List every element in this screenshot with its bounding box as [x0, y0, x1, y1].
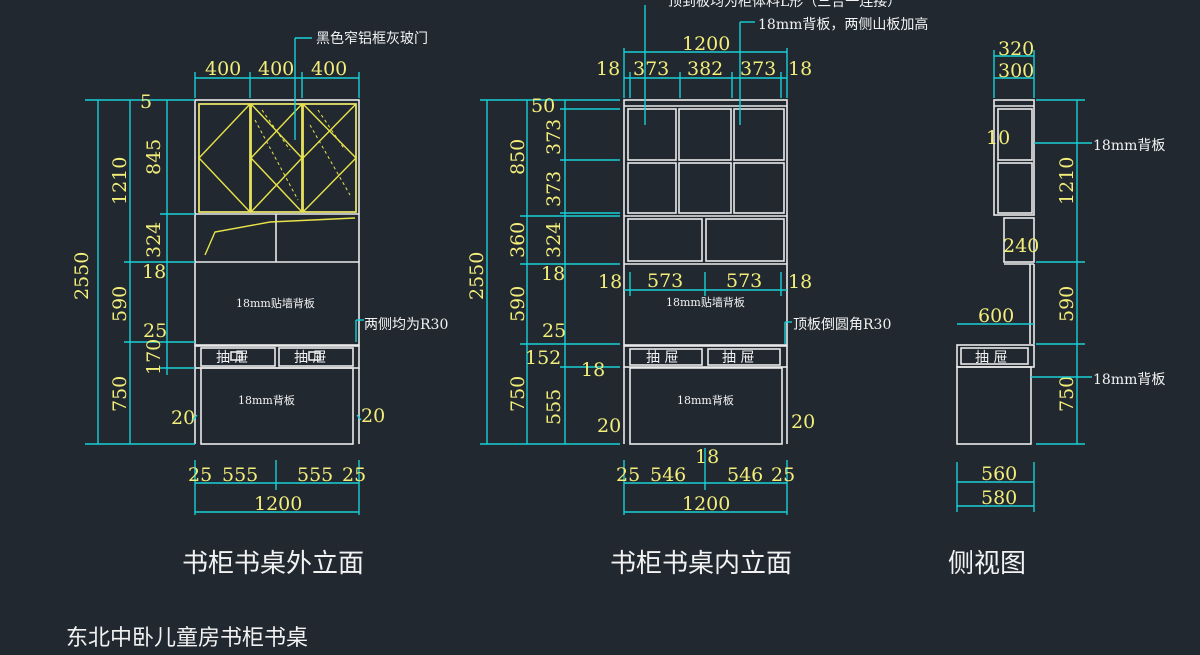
inner-dim-left-inner-6: 25 — [542, 320, 566, 342]
inner-dim-left-mid-3: 590 — [507, 286, 529, 322]
side-dim-bottom-2: 580 — [981, 487, 1017, 509]
inner-gap-right: 20 — [791, 411, 815, 433]
side-dim-inner-3: 600 — [978, 305, 1014, 327]
dim-bottom-4: 25 — [342, 464, 366, 486]
dim-left-mid-2: 590 — [109, 286, 131, 322]
side-dim-top-1: 320 — [998, 38, 1034, 60]
dim-left-total: 2550 — [71, 252, 93, 300]
inner-dim-mid-4: 18 — [788, 271, 812, 293]
side-dim-right-2: 590 — [1056, 286, 1078, 322]
inner-dim-left-inner-7: 152 — [525, 347, 561, 369]
drawer-label-left: 抽 屉 — [216, 350, 248, 366]
back-board-note: 18mm背板 — [238, 393, 295, 407]
dim-bottom-2: 555 — [222, 464, 258, 486]
dim-left-mid-1: 1210 — [109, 157, 131, 205]
inner-dim-bottom-center: 18 — [695, 446, 719, 468]
dim-left-inner-1: 5 — [140, 91, 152, 113]
inner-dim-mid-2: 573 — [647, 270, 683, 292]
side-drawer-label: 抽 屉 — [975, 350, 1007, 366]
inner-dim-bottom-3: 546 — [727, 464, 763, 486]
inner-dim-bottom-2: 546 — [650, 464, 686, 486]
inner-dim-top-1: 18 — [596, 58, 620, 80]
side-dim-bottom-1: 560 — [981, 463, 1017, 485]
dim-bottom-3: 555 — [297, 464, 333, 486]
round-corner-note: 顶板倒圆角R30 — [793, 317, 891, 333]
side-dim-inner-1: 10 — [986, 127, 1010, 149]
inner-dim-left-inner-1: 50 — [531, 95, 555, 117]
side-dim-inner-2: 240 — [1003, 235, 1039, 257]
side-dim-right-1: 1210 — [1056, 157, 1078, 205]
inner-dim-left-total: 2550 — [466, 252, 488, 300]
dim-top-2: 400 — [258, 58, 294, 80]
inner-dim-top-3: 382 — [687, 58, 723, 80]
gap-right: 20 — [361, 405, 385, 427]
inner-dim-left-inner-2: 373 — [543, 119, 565, 155]
side-dim-top-2: 300 — [998, 60, 1034, 82]
drawing-title: 东北中卧儿童房书柜书桌 — [66, 626, 308, 651]
inner-drawer-left: 抽 屉 — [646, 350, 678, 366]
dim-left-inner-6: 170 — [143, 339, 165, 375]
inner-dim-top-2: 373 — [633, 58, 669, 80]
r30-note: 两侧均为R30 — [364, 317, 448, 333]
top-board-note: 顶到板均为柜体料L形（三合一连接） — [668, 0, 901, 10]
dim-left-inner-5: 25 — [143, 320, 167, 342]
inner-dim-mid-3: 573 — [726, 270, 762, 292]
inner-dim-top-5: 18 — [788, 58, 812, 80]
dim-top-1: 400 — [205, 58, 241, 80]
inner-wall-board-note: 18mm贴墙背板 — [666, 295, 745, 309]
caption-interior: 书柜书桌内立面 — [610, 549, 792, 579]
dim-left-inner-2: 845 — [143, 139, 165, 175]
inner-back-board-note: 18mm背板 — [677, 393, 734, 407]
inner-dim-left-inner-8: 18 — [581, 359, 605, 381]
inner-gap-left: 20 — [597, 415, 621, 437]
inner-dim-left-mid-4: 750 — [507, 376, 529, 412]
inner-dim-bottom-total: 1200 — [682, 493, 730, 515]
gap-left: 20 — [171, 407, 195, 429]
inner-dim-left-inner-5: 18 — [541, 263, 565, 285]
drawer-label-right: 抽 屉 — [294, 350, 326, 366]
inner-dim-mid-1: 18 — [598, 271, 622, 293]
inner-dim-left-mid-2: 360 — [507, 222, 529, 258]
inner-dim-left-inner-3: 373 — [543, 171, 565, 207]
upper-cabinet-body — [194, 99, 360, 346]
wall-board-note: 18mm贴墙背板 — [236, 296, 315, 310]
inner-drawer-right: 抽 屉 — [722, 350, 754, 366]
caption-exterior: 书柜书桌外立面 — [182, 549, 364, 579]
dim-bottom-1: 25 — [188, 464, 212, 486]
view-interior-elevation: 抽 屉 抽 屉 18mm贴墙背板 18mm背板 顶到板均为柜体料L形（三合一连接… — [466, 0, 928, 579]
dim-top-3: 400 — [311, 58, 347, 80]
side-back-top-note: 18mm背板 — [1093, 138, 1165, 154]
inner-dim-bottom-4: 25 — [771, 464, 795, 486]
inner-dim-left-mid-1: 850 — [507, 139, 529, 175]
dim-left-inner-3: 324 — [143, 222, 165, 258]
inner-dim-bottom-1: 25 — [616, 464, 640, 486]
side-back-bottom-note: 18mm背板 — [1093, 372, 1165, 388]
glass-doors — [198, 103, 357, 256]
view-side: 抽 屉 320 300 10 240 600 1210 590 750 18mm… — [948, 38, 1165, 579]
dim-left-mid-3: 750 — [109, 376, 131, 412]
side-dim-right-3: 750 — [1056, 376, 1078, 412]
inner-dim-left-inner-9: 555 — [543, 389, 565, 425]
dim-left-inner-4: 18 — [142, 261, 166, 283]
caption-side: 侧视图 — [948, 549, 1026, 579]
inner-dim-left-inner-4: 324 — [543, 222, 565, 258]
glass-door-note: 黑色窄铝框灰玻门 — [316, 30, 428, 47]
raised-panel-note: 18mm背板，两侧山板加高 — [758, 16, 928, 33]
view-exterior-elevation: 抽 屉 抽 屉 18mm贴墙背板 18mm背板 400 400 400 黑色窄铝… — [71, 30, 448, 579]
dim-bottom-total: 1200 — [254, 493, 302, 515]
inner-dim-top-total: 1200 — [682, 33, 730, 55]
inner-dim-top-4: 373 — [740, 58, 776, 80]
